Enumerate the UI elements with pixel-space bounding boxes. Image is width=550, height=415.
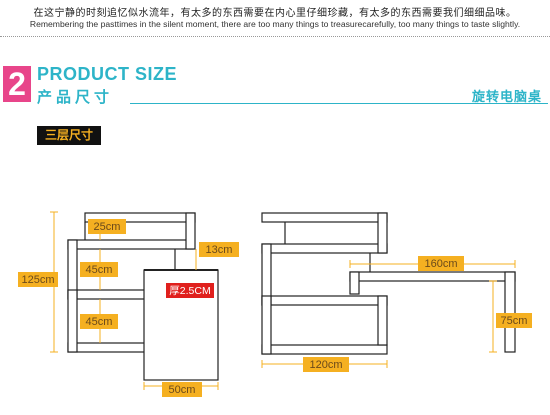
- header-english-text: Remembering the pasttimes in the silent …: [29, 19, 521, 29]
- left-side-panel-top: [185, 212, 196, 250]
- header-divider: [0, 36, 550, 37]
- svg-text:75cm: 75cm: [501, 315, 528, 327]
- label-13cm: 13cm: [199, 242, 239, 257]
- svg-text:13cm: 13cm: [206, 244, 233, 256]
- left-shelf-unit: [67, 212, 219, 381]
- label-45cm-mid: 45cm: [80, 262, 118, 277]
- label-120cm: 120cm: [303, 357, 349, 372]
- svg-text:50cm: 50cm: [169, 384, 196, 396]
- right-desk-top: [349, 271, 516, 282]
- left-shelf-2: [67, 239, 194, 250]
- label-25cm: 25cm: [88, 219, 126, 234]
- product-name: 旋转电脑桌: [471, 90, 542, 105]
- svg-text:厚2.5CM: 厚2.5CM: [169, 285, 210, 297]
- section-title-en: PRODUCT SIZE: [37, 64, 178, 84]
- section-tag: 三层尺寸: [37, 126, 102, 145]
- left-side-panel-2: [67, 289, 78, 353]
- right-desk-left-leg: [349, 271, 360, 295]
- right-shelf-bottom: [261, 344, 388, 355]
- svg-text:25cm: 25cm: [94, 221, 121, 233]
- svg-text:45cm: 45cm: [86, 264, 113, 276]
- label-45cm-bottom: 45cm: [80, 314, 118, 329]
- header-chinese-text: 在这宁静的时刻追忆似水流年，有太多的东西需要在内心里仔细珍藏，有太多的东西需要我…: [33, 8, 517, 19]
- right-side-panel-3: [377, 295, 388, 346]
- label-75cm: 75cm: [496, 313, 532, 328]
- right-side-panel-2: [261, 295, 272, 355]
- label-50cm: 50cm: [162, 382, 202, 397]
- section-number: 2: [3, 66, 31, 102]
- label-thickness: 厚2.5CM: [166, 283, 214, 298]
- svg-text:125cm: 125cm: [21, 274, 54, 286]
- right-shelf-2: [261, 243, 388, 254]
- right-desk-right-leg: [504, 271, 516, 353]
- svg-text:45cm: 45cm: [86, 316, 113, 328]
- svg-text:120cm: 120cm: [309, 359, 342, 371]
- label-125cm: 125cm: [18, 272, 58, 287]
- section-title-cn: 产品尺寸: [37, 88, 114, 106]
- right-shelf-top: [261, 212, 388, 223]
- svg-text:160cm: 160cm: [424, 258, 457, 270]
- right-shelf-3: [261, 295, 388, 306]
- label-160cm: 160cm: [418, 256, 464, 271]
- right-side-panel-top: [377, 212, 388, 254]
- section-title-rule: [130, 103, 548, 104]
- right-shelf-unit: [261, 212, 516, 355]
